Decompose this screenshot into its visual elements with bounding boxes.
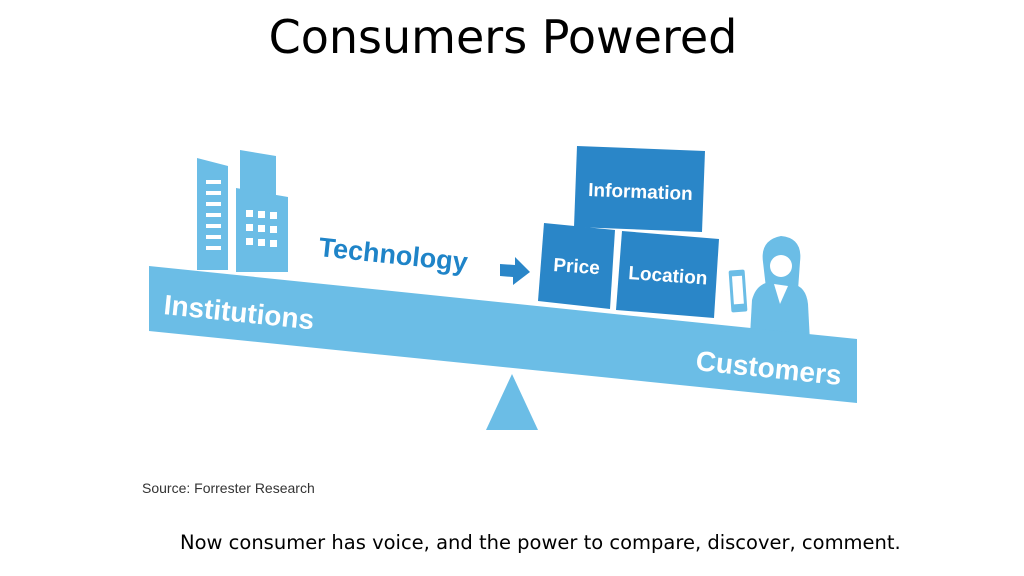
information-box-label: Information bbox=[588, 180, 693, 205]
customer-person-icon bbox=[750, 236, 810, 342]
slide-caption: Now consumer has voice, and the power to… bbox=[180, 531, 901, 554]
location-box: Location bbox=[616, 231, 719, 318]
price-box-label: Price bbox=[553, 255, 601, 279]
price-box: Price bbox=[538, 223, 615, 309]
lever-beam bbox=[149, 266, 857, 403]
page-title: Consumers Powered bbox=[268, 10, 738, 64]
fulcrum-icon bbox=[486, 374, 538, 430]
smartphone-icon bbox=[728, 269, 748, 313]
building-icon bbox=[197, 150, 288, 272]
information-box: Information bbox=[574, 146, 705, 232]
source-credit: Source: Forrester Research bbox=[142, 480, 315, 496]
arrow-right-icon bbox=[500, 257, 530, 285]
technology-label: Technology bbox=[317, 232, 469, 277]
